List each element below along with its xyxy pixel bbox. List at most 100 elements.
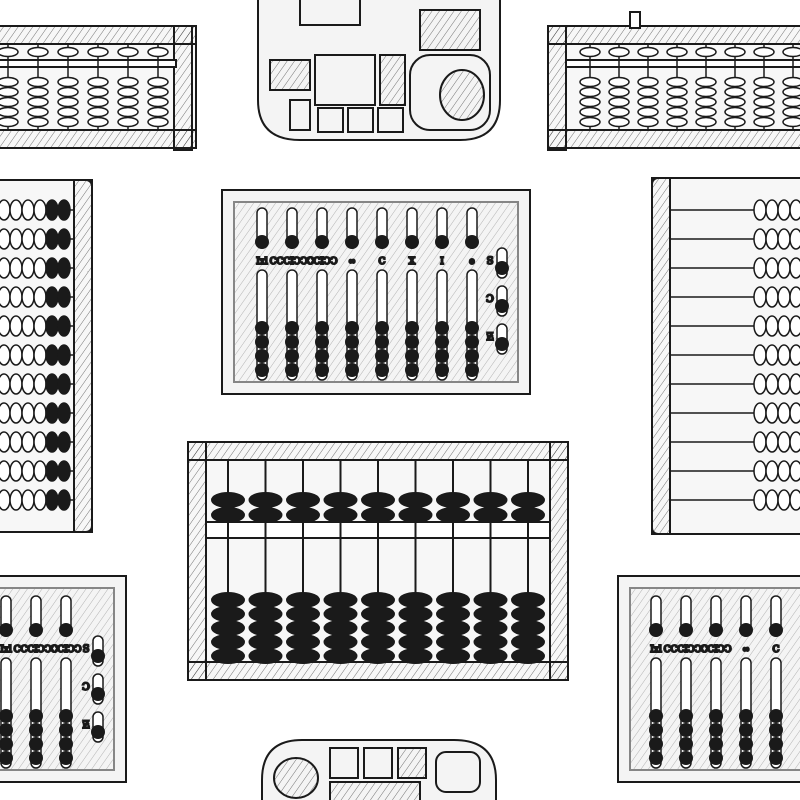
abacus-bead	[753, 489, 767, 511]
abacus-bead	[769, 751, 783, 765]
abacus-bead	[679, 709, 693, 723]
abacus-bead	[323, 606, 358, 622]
abacus-bead	[29, 723, 43, 737]
abacus-bead	[286, 620, 320, 636]
abacus-bead	[87, 96, 109, 108]
groove-label: Ixl	[650, 645, 662, 655]
abacus-bead	[147, 106, 169, 118]
abacus-bead	[753, 460, 767, 482]
abacus-bead	[33, 228, 47, 250]
abacus-bead	[0, 106, 19, 118]
abacus-bead	[286, 592, 320, 608]
abacus-bead	[45, 257, 59, 279]
abacus-bead	[9, 431, 23, 453]
russian-abacus-left	[0, 179, 93, 533]
abacus-bead	[724, 106, 746, 118]
abacus-bead	[666, 116, 688, 128]
abacus-bead	[753, 257, 767, 279]
abacus-bead	[117, 116, 139, 128]
abacus-bead	[511, 634, 545, 650]
abacus-bead	[739, 737, 753, 751]
abacus-bead	[248, 648, 283, 664]
abacus-bead	[57, 116, 79, 128]
abacus-bead	[57, 96, 79, 108]
abacus-bead	[753, 286, 767, 308]
abacus-bead	[0, 344, 11, 366]
abacus-bead	[765, 460, 779, 482]
abacus-bead	[724, 116, 746, 128]
abacus-bead	[59, 737, 73, 751]
abacus-bead	[59, 623, 73, 637]
abacus-bead	[29, 623, 43, 637]
abacus-bead	[608, 96, 630, 108]
abacus-bead	[375, 335, 389, 349]
abacus-bead	[33, 199, 47, 221]
abacus-bead	[765, 431, 779, 453]
abacus-bead	[361, 592, 395, 608]
abacus-bead	[361, 634, 395, 650]
abacus-bead	[765, 489, 779, 511]
abacus-bead	[147, 86, 169, 98]
abacus-bead	[286, 507, 320, 523]
abacus-bead	[753, 106, 775, 118]
abacus-bead	[21, 199, 35, 221]
russian-abacus-right	[651, 177, 800, 535]
abacus-bead	[27, 106, 49, 118]
groove-label: CCCIↃↃↃ	[664, 645, 709, 655]
abacus-bead	[753, 373, 767, 395]
abacus-bead	[777, 286, 791, 308]
abacus-bead	[345, 363, 359, 377]
abacus-bead	[753, 199, 767, 221]
abacus-bead	[405, 335, 419, 349]
abacus-bead	[436, 620, 470, 636]
abacus-bead	[147, 116, 169, 128]
abacus-bead	[637, 76, 659, 88]
abacus-bead	[765, 228, 779, 250]
abacus-bead	[0, 46, 19, 58]
abacus-bead	[323, 507, 358, 523]
abacus-bead	[753, 116, 775, 128]
abacus-bead	[666, 76, 688, 88]
abacus-bead	[91, 687, 105, 701]
abacus-bead	[398, 620, 433, 636]
abacus-bead	[753, 46, 775, 58]
abacus-bead	[789, 489, 800, 511]
abacus-bead	[435, 349, 449, 363]
abacus-bead	[405, 349, 419, 363]
abacus-bead	[473, 634, 508, 650]
abacus-bead	[361, 620, 395, 636]
abacus-bead	[285, 235, 299, 249]
abacus-bead	[21, 489, 35, 511]
abacus-bead	[695, 96, 717, 108]
abacus-bead	[211, 606, 245, 622]
abacus-bead	[511, 620, 545, 636]
abacus-bead	[21, 460, 35, 482]
abacus-bead	[777, 228, 791, 250]
abacus-bead	[769, 723, 783, 737]
abacus-bead	[473, 592, 508, 608]
abacus-bead	[465, 235, 479, 249]
abacus-bead	[211, 648, 245, 664]
abacus-bead	[405, 321, 419, 335]
abacus-bead	[789, 257, 800, 279]
abacus-bead	[87, 46, 109, 58]
abacus-bead	[473, 507, 508, 523]
abacus-bead	[724, 96, 746, 108]
abacus-bead	[637, 106, 659, 118]
abacus-bead	[398, 634, 433, 650]
abacus-bead	[27, 46, 49, 58]
abacus-bead	[695, 106, 717, 118]
abacus-bead	[579, 116, 601, 128]
abacus-bead	[765, 373, 779, 395]
abacus-bead	[789, 373, 800, 395]
abacus-bead	[679, 723, 693, 737]
abacus-bead	[679, 751, 693, 765]
abacus-bead	[255, 321, 269, 335]
abacus-bead	[29, 737, 43, 751]
abacus-bead	[436, 492, 470, 508]
abacus-bead	[9, 228, 23, 250]
side-label: S	[487, 256, 494, 267]
abacus-bead	[248, 634, 283, 650]
abacus-bead	[27, 76, 49, 88]
abacus-bead	[285, 363, 299, 377]
